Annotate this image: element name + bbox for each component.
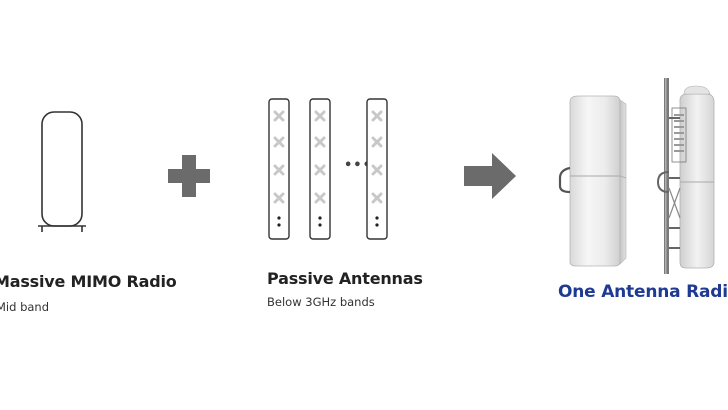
radio-title: Massive MIMO Radio — [0, 272, 177, 291]
passive-antenna-icon — [366, 98, 388, 240]
ellipsis: ••• — [344, 158, 372, 173]
radio-subtitle: Mid band — [0, 300, 50, 314]
passive-antenna-icon — [309, 98, 331, 240]
antennas-subtitle: Below 3GHz bands — [267, 295, 375, 309]
plus-icon — [168, 155, 210, 197]
product-title: One Antenna Radio — [558, 282, 728, 302]
one-antenna-radio-front-image — [556, 92, 630, 268]
antennas-title: Passive Antennas — [267, 269, 423, 288]
passive-antenna-icon — [268, 98, 290, 240]
massive-mimo-radio-icon — [38, 110, 86, 234]
arrow-right-icon — [464, 153, 516, 199]
one-antenna-radio-side-image — [650, 78, 722, 274]
